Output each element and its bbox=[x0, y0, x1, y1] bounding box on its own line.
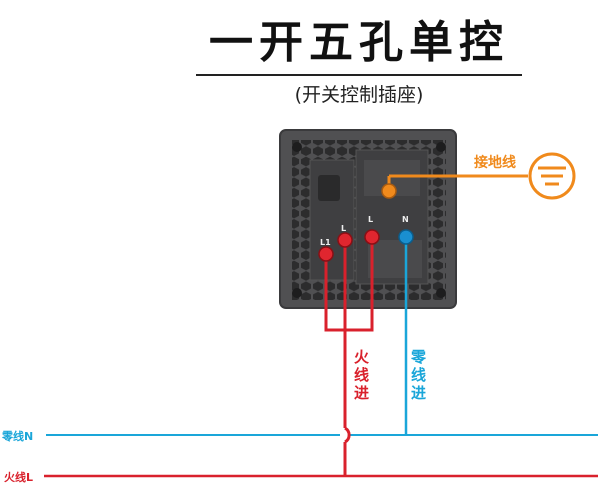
ground-symbol bbox=[528, 152, 576, 200]
terminal-l-label: L bbox=[341, 224, 346, 233]
neutral-wire bbox=[398, 229, 414, 435]
neutral-line-label: 零线N bbox=[2, 430, 34, 443]
ground-wire bbox=[381, 174, 528, 199]
live-wires bbox=[318, 229, 380, 476]
title-underline bbox=[196, 74, 522, 76]
live-line-label: 火线L bbox=[4, 471, 34, 484]
neutral-in-label: 零线进 bbox=[411, 348, 427, 402]
ground-label: 接地线 bbox=[474, 154, 516, 171]
socket-panel bbox=[279, 129, 457, 309]
terminal-l1-label: L1 bbox=[320, 238, 331, 247]
terminal-l2-label: L bbox=[368, 215, 373, 224]
diagram-subtitle: (开关控制插座) bbox=[294, 84, 424, 106]
live-in-label: 火线进 bbox=[354, 348, 370, 402]
diagram-title: 一开五孔单控 bbox=[209, 17, 509, 68]
terminal-n-label: N bbox=[402, 215, 409, 224]
